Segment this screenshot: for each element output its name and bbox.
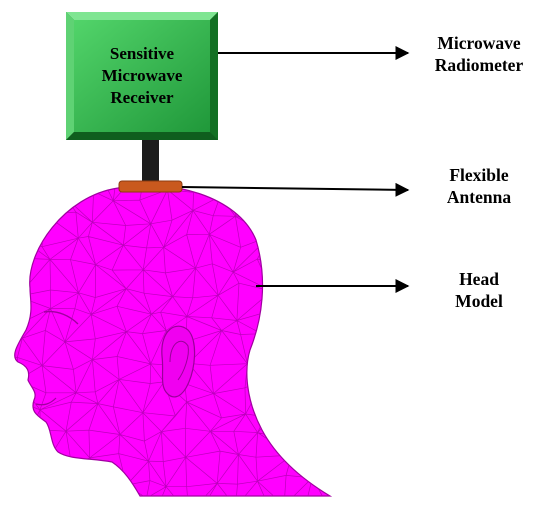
label-microwave-radiometer: Microwave Radiometer — [420, 32, 538, 76]
label-radiometer-line-2: Radiometer — [434, 55, 524, 75]
receiver-box — [66, 12, 218, 140]
arrow-antenna — [181, 182, 410, 197]
ear — [161, 325, 196, 398]
label-head-line-1: Head — [459, 269, 499, 289]
flexible-antenna — [118, 180, 183, 193]
brow-line — [43, 310, 79, 325]
label-flexible-antenna: Flexible Antenna — [420, 164, 538, 208]
label-head-line-2: Model — [455, 291, 503, 311]
receiver-line-2: Microwave — [101, 66, 183, 85]
label-antenna-line-1: Flexible — [449, 165, 509, 185]
mouth-line — [35, 397, 57, 406]
head-model — [14, 184, 333, 497]
receiver-line-3: Receiver — [110, 88, 174, 107]
receiver-label: Sensitive Microwave Receiver — [68, 14, 216, 138]
connector-cable — [142, 140, 159, 184]
label-antenna-line-2: Antenna — [446, 187, 512, 207]
label-head-model: Head Model — [420, 268, 538, 312]
receiver-line-1: Sensitive — [109, 44, 175, 63]
label-radiometer-line-1: Microwave — [437, 33, 521, 53]
